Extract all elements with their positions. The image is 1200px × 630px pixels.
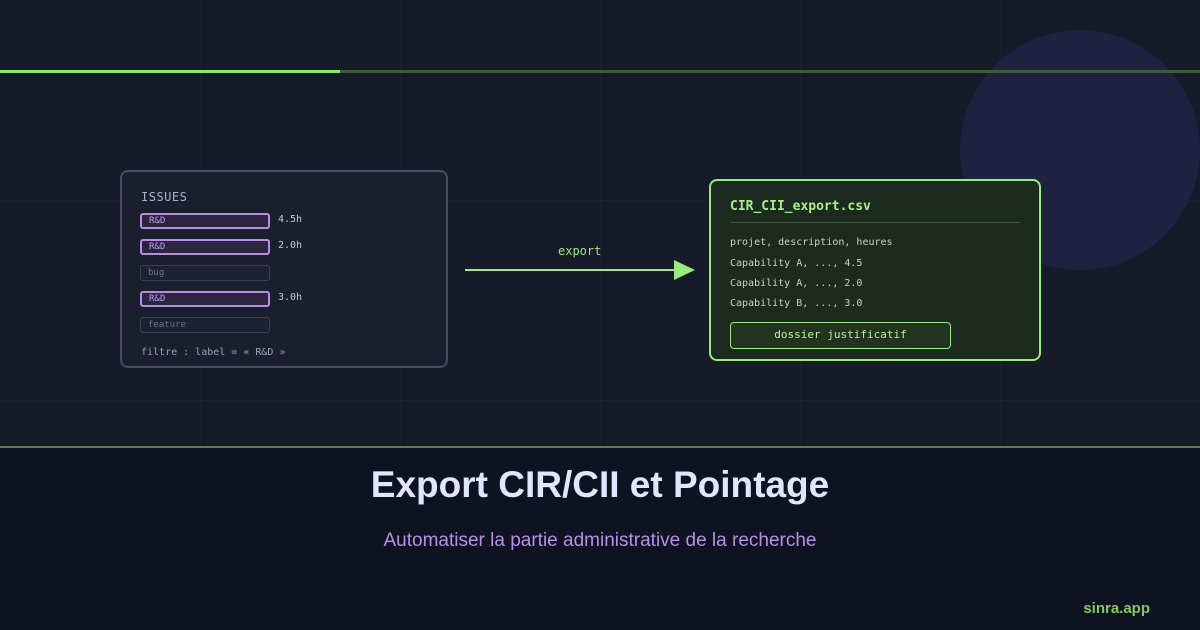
- title-band-divider: [0, 446, 1200, 448]
- top-divider: [0, 70, 1200, 73]
- issue-hours: 3.0h: [278, 292, 303, 303]
- issue-hours: 4.5h: [278, 214, 303, 225]
- issue-label-tag: bug: [140, 265, 270, 281]
- brand-link[interactable]: sinra.app: [1083, 600, 1150, 617]
- title-band: [0, 446, 1200, 630]
- csv-header-line: projet, description, heures: [730, 237, 893, 248]
- issues-title: ISSUES: [141, 190, 188, 204]
- csv-data-line: Capability A, ..., 4.5: [730, 258, 863, 269]
- issue-label-tag: feature: [140, 317, 270, 333]
- filter-text: filtre : label = « R&D »: [141, 347, 286, 358]
- page-title: Export CIR/CII et Pointage: [370, 464, 830, 505]
- csv-data-line: Capability B, ..., 3.0: [730, 298, 863, 309]
- issue-label-tag: R&D: [140, 291, 270, 307]
- export-arrow: [465, 260, 695, 280]
- issue-label-tag: R&D: [140, 213, 270, 229]
- csv-divider: [730, 222, 1020, 223]
- csv-file-panel: CIR_CII_export.csv projet, description, …: [709, 179, 1041, 361]
- export-label: export: [558, 244, 602, 258]
- csv-data-line: Capability A, ..., 2.0: [730, 278, 863, 289]
- csv-filename: CIR_CII_export.csv: [730, 199, 871, 214]
- dossier-justificatif-button[interactable]: dossier justificatif: [730, 322, 951, 349]
- issues-panel: ISSUES R&D 4.5h R&D 2.0h bug R&D 3.0h fe…: [120, 170, 448, 368]
- issue-hours: 2.0h: [278, 240, 303, 251]
- page-subtitle: Automatiser la partie administrative de …: [383, 530, 817, 551]
- issue-label-tag: R&D: [140, 239, 270, 255]
- top-accent-line: [0, 70, 340, 73]
